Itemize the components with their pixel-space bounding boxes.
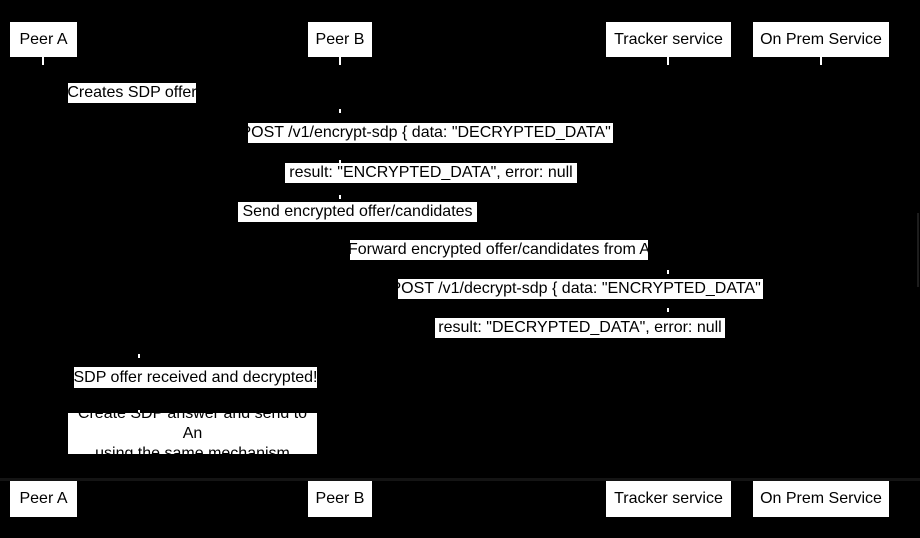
lifeline-peer-a — [42, 57, 44, 65]
actor-label-peer-a-top: Peer A — [19, 30, 68, 48]
actor-label-peer-a-bottom: Peer A — [19, 490, 68, 507]
lifeline-onprem — [820, 57, 822, 65]
actor-label-onprem-bottom: On Prem Service — [760, 490, 882, 507]
lifeline-dash — [138, 410, 140, 414]
message-send-encrypted-offer: Send encrypted offer/candidates — [238, 202, 477, 222]
actor-box-onprem-top: On Prem Service — [753, 22, 889, 57]
lifeline-dash — [667, 270, 669, 274]
actor-box-onprem-bottom: On Prem Service — [753, 481, 889, 517]
actor-box-tracker-bottom: Tracker service — [606, 481, 731, 517]
faint-horizontal-line — [0, 478, 920, 481]
actor-label-tracker-top: Tracker service — [614, 30, 723, 48]
actor-label-peer-b-top: Peer B — [315, 30, 365, 48]
message-post-decrypt-sdp: POST /v1/decrypt-sdp { data: "ENCRYPTED_… — [398, 279, 763, 299]
lifeline-dash — [339, 109, 341, 113]
actor-label-onprem-top: On Prem Service — [760, 30, 882, 48]
actor-box-peer-b-bottom: Peer B — [308, 481, 372, 517]
note-create-sdp-answer: Create SDP answer and send to An using t… — [68, 405, 317, 462]
message-result-decrypted: { result: "DECRYPTED_DATA", error: null … — [435, 318, 725, 338]
lifeline-dash — [339, 195, 341, 199]
lifeline-dash — [667, 308, 669, 312]
message-creates-sdp-offer: Creates SDP offer — [68, 83, 196, 103]
lifeline-dash — [339, 160, 341, 164]
lifeline-tracker — [667, 57, 669, 65]
note-line-1: Create SDP answer and send to An — [77, 404, 308, 442]
actor-label-peer-b-bottom: Peer B — [315, 490, 365, 507]
message-post-encrypt-sdp: POST /v1/encrypt-sdp { data: "DECRYPTED_… — [248, 123, 613, 143]
actor-box-tracker-top: Tracker service — [606, 22, 731, 57]
actor-box-peer-a-top: Peer A — [10, 22, 77, 57]
message-sdp-offer-received: SDP offer received and decrypted! — [74, 367, 317, 388]
actor-label-tracker-bottom: Tracker service — [614, 490, 723, 507]
lifeline-dash — [138, 354, 140, 358]
lifeline-peer-b — [339, 57, 341, 65]
message-forward-encrypted-offer: Forward encrypted offer/candidates from … — [350, 240, 648, 260]
actor-box-peer-a-bottom: Peer A — [10, 481, 77, 517]
note-line-2: using the same mechanism — [95, 444, 290, 462]
actor-box-peer-b-top: Peer B — [308, 22, 372, 57]
message-result-encrypted: { result: "ENCRYPTED_DATA", error: null … — [285, 163, 577, 183]
faint-vertical-line — [917, 213, 919, 287]
